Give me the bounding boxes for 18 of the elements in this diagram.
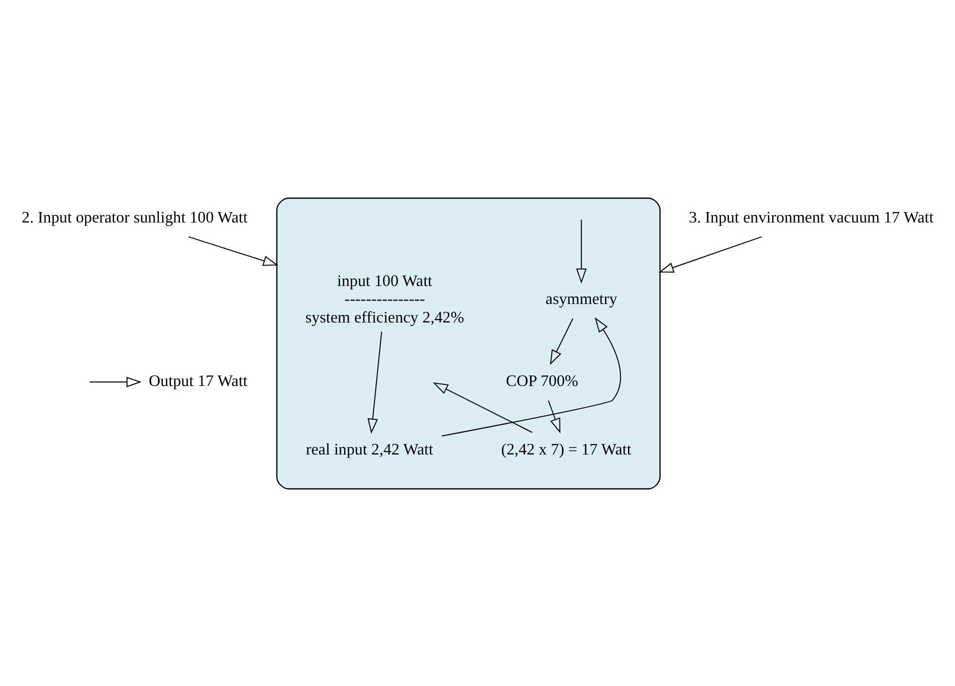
node-text: real input 2,42 Watt bbox=[306, 440, 434, 458]
cluster bbox=[276, 197, 661, 489]
node-text: 2. Input operator sunlight 100 Watt bbox=[22, 208, 248, 226]
node-text: asymmetry bbox=[546, 290, 618, 308]
arrow bbox=[367, 331, 382, 434]
arrow bbox=[658, 236, 762, 272]
node-text: 3. Input environment vacuum 17 Watt bbox=[688, 208, 934, 226]
arrow bbox=[550, 318, 574, 365]
node-text: Output 17 Watt bbox=[148, 372, 248, 390]
arrow bbox=[576, 219, 587, 284]
arrow bbox=[548, 400, 560, 433]
arrow bbox=[90, 376, 142, 387]
node-text: COP 700% bbox=[506, 372, 578, 390]
arrow bbox=[188, 236, 278, 266]
arrow bbox=[432, 382, 532, 432]
node-text: (2,42 x 7) = 17 Watt bbox=[501, 440, 632, 458]
node-text: input 100 Watt --------------- system efficiency 2,42% bbox=[305, 272, 464, 326]
arrow bbox=[442, 316, 621, 436]
